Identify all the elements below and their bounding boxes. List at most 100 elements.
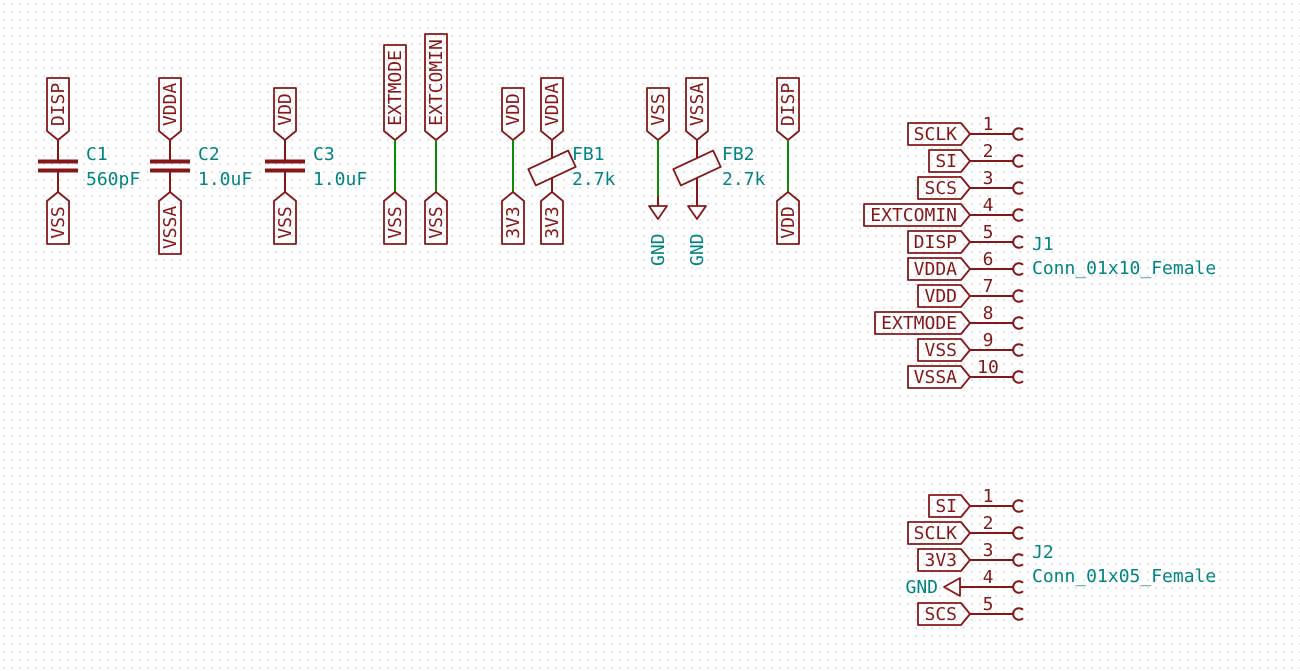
j1-pin-1[interactable]: SCLK 1	[907, 114, 1024, 146]
ferrite-bead-fb1-group[interactable]: VDDA 3V3 FB1 2.7k	[527, 77, 616, 245]
net-label-outline	[273, 191, 297, 245]
net-label-outline	[776, 77, 800, 141]
net-label-outline	[540, 191, 564, 245]
net-tie-extmode-vss[interactable]: EXTMODE VSS	[383, 44, 407, 245]
component-value: 560pF	[86, 169, 140, 190]
net-label-outline	[874, 311, 971, 335]
pin-number: 2	[983, 513, 994, 534]
j1-pin-10[interactable]: VSSA 10	[907, 357, 1024, 389]
ref-designator: FB2	[722, 144, 755, 165]
component-value-j2: Conn_01x05_Female	[1032, 566, 1216, 587]
net-label-vss: VSS	[426, 206, 447, 239]
net-label-vdd: VDD	[778, 206, 799, 239]
net-label-extcomin: EXTCOMIN	[870, 205, 957, 226]
j1-pin-2[interactable]: SI 2	[928, 141, 1024, 173]
net-label-outline	[646, 87, 670, 141]
net-label-outline	[424, 191, 448, 245]
net-label-extcomin: EXTCOMIN	[426, 39, 447, 126]
pin-number: 5	[983, 222, 994, 243]
ferrite-bead-body	[672, 149, 722, 187]
net-tie-extcomin-vss[interactable]: EXTCOMIN VSS	[424, 33, 448, 245]
net-label-sclk: SCLK	[914, 523, 958, 544]
connector-j1-group[interactable]: SCLK 1 SI 2 SCS 3 EXTCOMIN 4	[863, 114, 1216, 389]
net-label-vdda: VDDA	[542, 83, 563, 127]
net-tie-disp-vdd[interactable]: DISP VDD	[776, 77, 800, 245]
gnd-triangle-icon	[943, 577, 961, 597]
pin-number: 7	[983, 276, 994, 297]
j1-pin-6[interactable]: VDDA 6	[907, 249, 1024, 281]
female-pin-icon	[1012, 208, 1024, 222]
net-label-vssa: VSSA	[914, 367, 958, 388]
capacitor-c1-group[interactable]: DISP VSS C1 560pF	[38, 77, 140, 245]
gnd-triangle-icon	[648, 205, 668, 220]
ref-designator: C2	[198, 144, 220, 165]
j2-pin-2[interactable]: SCLK 2	[907, 513, 1024, 545]
female-pin-icon	[1012, 235, 1024, 249]
capacitor-c2-group[interactable]: VDDA VSSA C2 1.0uF	[150, 77, 252, 255]
pin-number: 4	[983, 567, 994, 588]
net-label-vss: VSS	[48, 206, 69, 239]
net-label-vdd: VDD	[924, 286, 957, 307]
net-label-outline	[685, 77, 709, 141]
net-label-scs: SCS	[924, 178, 957, 199]
net-label-vdda: VDDA	[160, 83, 181, 127]
net-label-outline	[907, 257, 971, 281]
net-label-outline	[46, 191, 70, 245]
j2-pin-5[interactable]: SCS 5	[917, 594, 1024, 626]
j1-pin-3[interactable]: SCS 3	[917, 168, 1024, 200]
pin-number: 8	[983, 303, 994, 324]
net-label-outline	[158, 77, 182, 141]
connector-j2-group[interactable]: SI 1 SCLK 2 3V3 3 GND 4	[905, 486, 1216, 626]
gnd-triangle-icon	[687, 205, 707, 220]
net-label-3v3: 3V3	[924, 550, 957, 571]
female-pin-icon	[1012, 127, 1024, 141]
gnd-symbol-vss-group[interactable]: VSS GND	[646, 87, 670, 266]
j1-pin-4[interactable]: EXTCOMIN 4	[863, 195, 1024, 227]
net-label-outline	[907, 521, 971, 545]
net-label-sclk: SCLK	[914, 124, 958, 145]
net-label-vdd: VDD	[503, 93, 524, 126]
ferrite-bead-fb2-group[interactable]: VSSA GND FB2 2.7k	[672, 77, 766, 266]
female-pin-icon	[1012, 607, 1024, 621]
pin-number: 4	[983, 195, 994, 216]
j2-pin-1[interactable]: SI 1	[928, 486, 1024, 518]
j2-pin-3[interactable]: 3V3 3	[917, 540, 1024, 572]
gnd-power-label: GND	[648, 233, 669, 266]
capacitor-c3-group[interactable]: VDD VSS C3 1.0uF	[265, 87, 367, 245]
net-tie-vdd-3v3[interactable]: VDD 3V3	[501, 87, 525, 245]
pin-number: 3	[983, 168, 994, 189]
net-label-outline	[917, 176, 971, 200]
component-value: 2.7k	[572, 169, 616, 190]
net-label-vss: VSS	[648, 93, 669, 126]
net-label-outline	[917, 338, 971, 362]
pin-number: 10	[977, 357, 999, 378]
net-label-si: SI	[935, 151, 957, 172]
ref-designator-j1: J1	[1032, 234, 1054, 255]
net-label-outline	[917, 548, 971, 572]
female-pin-icon	[1012, 580, 1024, 594]
pin-number: 1	[983, 486, 994, 507]
net-label-outline	[158, 191, 182, 255]
female-pin-icon	[1012, 343, 1024, 357]
net-label-outline	[907, 122, 971, 146]
net-label-outline	[383, 191, 407, 245]
net-label-disp: DISP	[48, 83, 69, 127]
net-label-outline	[273, 87, 297, 141]
net-label-outline	[917, 602, 971, 626]
component-value: 2.7k	[722, 169, 766, 190]
j1-pin-7[interactable]: VDD 7	[917, 276, 1024, 308]
ref-designator-j2: J2	[1032, 542, 1054, 563]
net-label-vss: VSS	[385, 206, 406, 239]
net-label-outline	[383, 44, 407, 141]
pin-number: 9	[983, 330, 994, 351]
net-label-outline	[46, 77, 70, 141]
j1-pin-9[interactable]: VSS 9	[917, 330, 1024, 362]
j1-pin-8[interactable]: EXTMODE 8	[874, 303, 1024, 335]
net-label-3v3: 3V3	[503, 206, 524, 239]
j1-pin-5[interactable]: DISP 5	[907, 222, 1024, 254]
ref-designator: C1	[86, 144, 108, 165]
net-label-outline	[907, 365, 971, 389]
female-pin-icon	[1012, 289, 1024, 303]
net-label-outline	[424, 33, 448, 141]
j2-pin-4[interactable]: GND 4	[905, 567, 1024, 598]
